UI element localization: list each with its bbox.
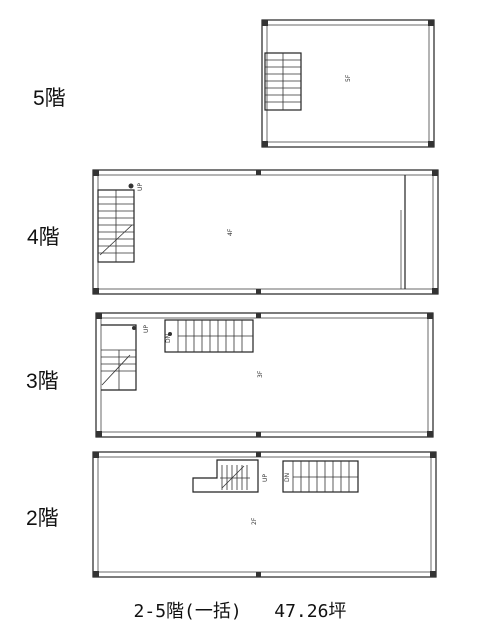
stair-label-3f-up: UP [143,325,150,333]
plan-4f: UP 4F [92,169,439,295]
plan-5f: 5F [261,19,435,148]
stair-2f-down [282,460,359,493]
floor-label-3f: 3階 [26,370,59,393]
plan-label-2f: 2F [251,517,258,525]
stair-2f-up [192,459,259,493]
stair-label-2f-up: UP [262,474,269,482]
caption-scope: 2-5階(一括) [133,601,242,622]
plan-3f: UP DN 3F [95,312,434,438]
floor-label-5f: 5階 [33,87,66,110]
stair-label-4f: UP [137,183,144,191]
stair-4f [97,183,135,263]
stair-label-3f-down: DN [165,334,172,343]
plan-label-4f: 4F [227,228,234,236]
plan-2f: UP DN 2F [92,451,437,578]
area-caption: 2-5階(一括) 47.26坪 [0,597,480,623]
stair-3f-down [164,319,254,353]
caption-gap [242,601,275,622]
plan-label-3f: 3F [257,370,264,378]
stair-3f-up [101,324,137,391]
floor-label-4f: 4階 [27,226,60,249]
floor-label-2f: 2階 [26,507,59,530]
stair-5f [264,52,302,111]
stair-label-2f-down: DN [284,473,291,482]
plan-label-5f: 5F [345,74,352,82]
caption-area: 47.26坪 [274,601,347,622]
